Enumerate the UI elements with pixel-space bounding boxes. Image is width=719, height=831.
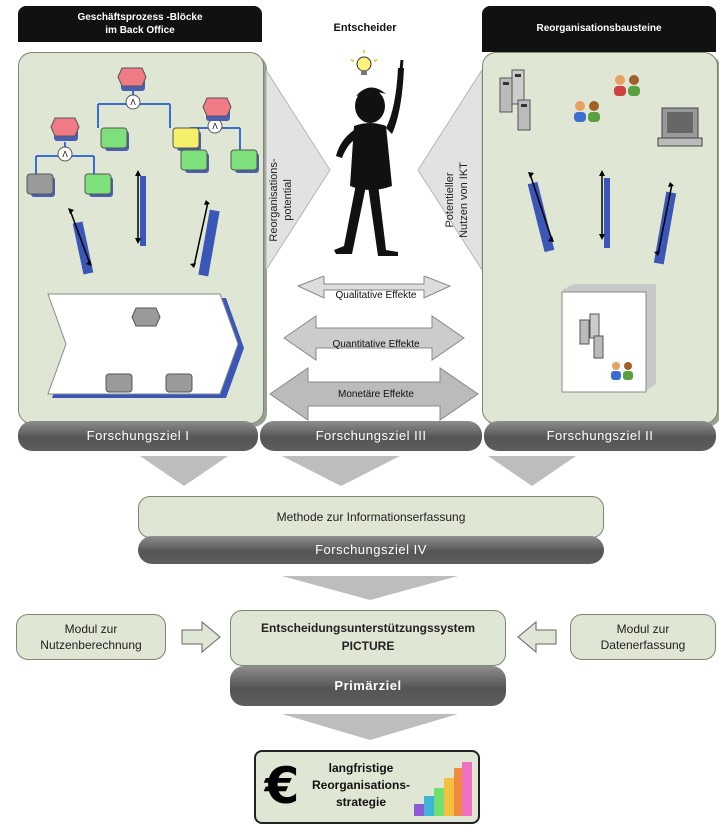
it-benefit-line1: Potentieller — [444, 172, 456, 228]
down-arrow-row2 — [282, 576, 458, 600]
svg-text:Λ: Λ — [130, 98, 136, 107]
strategy-line2: Reorganisations- — [311, 778, 410, 792]
thinking-person-figure — [334, 50, 404, 256]
it-components-diagram — [499, 69, 703, 393]
monitor-icon — [657, 107, 703, 147]
benefit-module-line1: Modul zur — [64, 622, 118, 636]
research-goal-1-bar: Forschungsziel I — [18, 421, 258, 451]
research-goal-2-bar: Forschungsziel II — [484, 421, 716, 451]
left-arrow-icon — [517, 620, 557, 654]
data-module-line1: Modul zur — [616, 622, 670, 636]
quantitative-effects-label: Quantitative Effekte — [332, 339, 420, 350]
qualitative-effects-label: Qualitative Effekte — [335, 290, 417, 301]
strategy-line1: langfristige — [328, 761, 394, 775]
euro-icon: € — [264, 757, 300, 815]
process-blocks-diagram: ΛΛΛΛ — [26, 67, 259, 398]
decider-label: Entscheider — [333, 22, 397, 34]
reorg-line2: potential — [282, 179, 294, 221]
dss-line2: PICTURE — [341, 639, 395, 653]
decision-support-system-box: Entscheidungsunterstützungssystem PICTUR… — [230, 610, 506, 666]
research-goal-3-bar: Forschungsziel III — [260, 421, 482, 451]
benefit-module-box: Modul zur Nutzenberechnung — [16, 614, 166, 660]
reorg-line1: Reorganisations- — [268, 158, 280, 242]
strategy-label: langfristige Reorganisations- strategie — [302, 760, 420, 811]
information-method-box: Methode zur Informationserfassung — [138, 496, 604, 538]
reorganisation-potential-arrow — [265, 70, 331, 270]
svg-text:Λ: Λ — [212, 122, 218, 131]
effects-arrows — [269, 276, 479, 421]
data-capture-module-box: Modul zur Datenerfassung — [570, 614, 716, 660]
server-icon — [499, 69, 531, 131]
primary-goal-bar: Primärziel — [230, 666, 506, 706]
left-panel-header: Geschäftsprozess -Blöcke im Back Office — [18, 6, 262, 42]
down-arrow-row3 — [282, 714, 458, 740]
research-goal-4-bar: Forschungsziel IV — [138, 536, 604, 564]
data-module-line2: Datenerfassung — [600, 638, 686, 652]
dss-line1: Entscheidungsunterstützungssystem — [260, 621, 476, 635]
left-header-line2: im Back Office — [105, 25, 175, 36]
monetary-effects-label: Monetäre Effekte — [338, 389, 414, 400]
users-icon — [574, 75, 640, 122]
right-arrow-icon — [181, 620, 221, 654]
benefit-module-line2: Nutzenberechnung — [40, 638, 142, 652]
left-header-line1: Geschäftsprozess -Blöcke — [77, 12, 203, 23]
svg-text:Λ: Λ — [62, 150, 68, 159]
growth-stairs-icon — [414, 762, 472, 816]
it-benefit-line2: Nutzen von IKT — [458, 162, 470, 238]
reorganisation-potential-label: Reorganisations- potential — [267, 145, 295, 255]
it-benefit-label: Potentieller Nutzen von IKT — [443, 145, 471, 255]
right-panel-header: Reorganisationsbausteine — [482, 6, 716, 52]
down-arrows-row1 — [140, 456, 576, 486]
strategy-line3: strategie — [335, 795, 387, 809]
